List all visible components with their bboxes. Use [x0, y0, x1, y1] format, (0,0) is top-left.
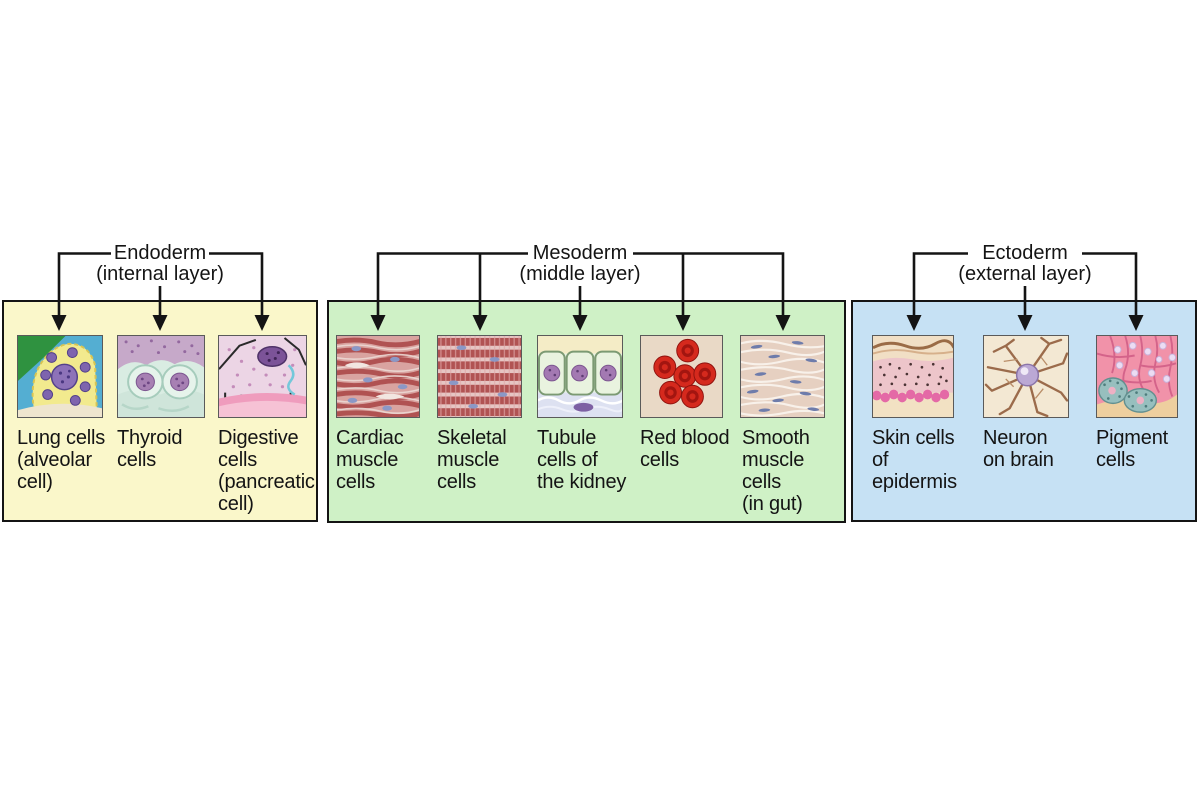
cardiac-muscle-cells-image — [336, 335, 420, 418]
endoderm-header: Endoderm (internal layer) — [35, 243, 285, 285]
endoderm-sublabel: (internal layer) — [96, 263, 224, 285]
cardiac-muscle-cells-label: Cardiac muscle cells — [336, 427, 404, 493]
kidney-tubule-cells-label: Tubule cells of the kidney — [537, 427, 627, 493]
mesoderm-sublabel: (middle layer) — [519, 263, 641, 285]
smooth-muscle-cells-image — [740, 335, 825, 418]
ectoderm-label: Ectoderm — [982, 242, 1068, 264]
red-blood-cells-image — [640, 335, 723, 418]
skeletal-muscle-cells-image — [437, 335, 522, 418]
digestive-pancreatic-cell-image — [218, 335, 307, 418]
skin-epidermis-cells-image — [872, 335, 954, 418]
digestive-cells-label: Digestive cells (pancreatic cell) — [218, 427, 315, 515]
neuron-label: Neuron on brain — [983, 427, 1054, 471]
skeletal-muscle-cells-label: Skeletal muscle cells — [437, 427, 507, 493]
lung-cells-label: Lung cells (alveolar cell) — [17, 427, 106, 493]
connector-arrows — [51, 252, 1144, 331]
smooth-muscle-cells-label: Smooth muscle cells (in gut) — [742, 427, 810, 515]
pigment-cells-label: Pigment cells — [1096, 427, 1168, 471]
lung-alveolar-cell-image — [17, 335, 103, 418]
kidney-tubule-cells-image — [537, 335, 623, 418]
endoderm-label: Endoderm — [113, 242, 207, 264]
mesoderm-header: Mesoderm (middle layer) — [455, 243, 705, 285]
skin-cells-label: Skin cells of epidermis — [872, 427, 957, 493]
pigment-cells-image — [1096, 335, 1178, 418]
mesoderm-label: Mesoderm — [532, 242, 628, 264]
red-blood-cells-label: Red blood cells — [640, 427, 730, 471]
ectoderm-sublabel: (external layer) — [958, 263, 1092, 285]
thyroid-cells-image — [117, 335, 205, 418]
thyroid-cells-label: Thyroid cells — [117, 427, 183, 471]
brain-neuron-image — [983, 335, 1069, 418]
ectoderm-header: Ectoderm (external layer) — [900, 243, 1150, 285]
